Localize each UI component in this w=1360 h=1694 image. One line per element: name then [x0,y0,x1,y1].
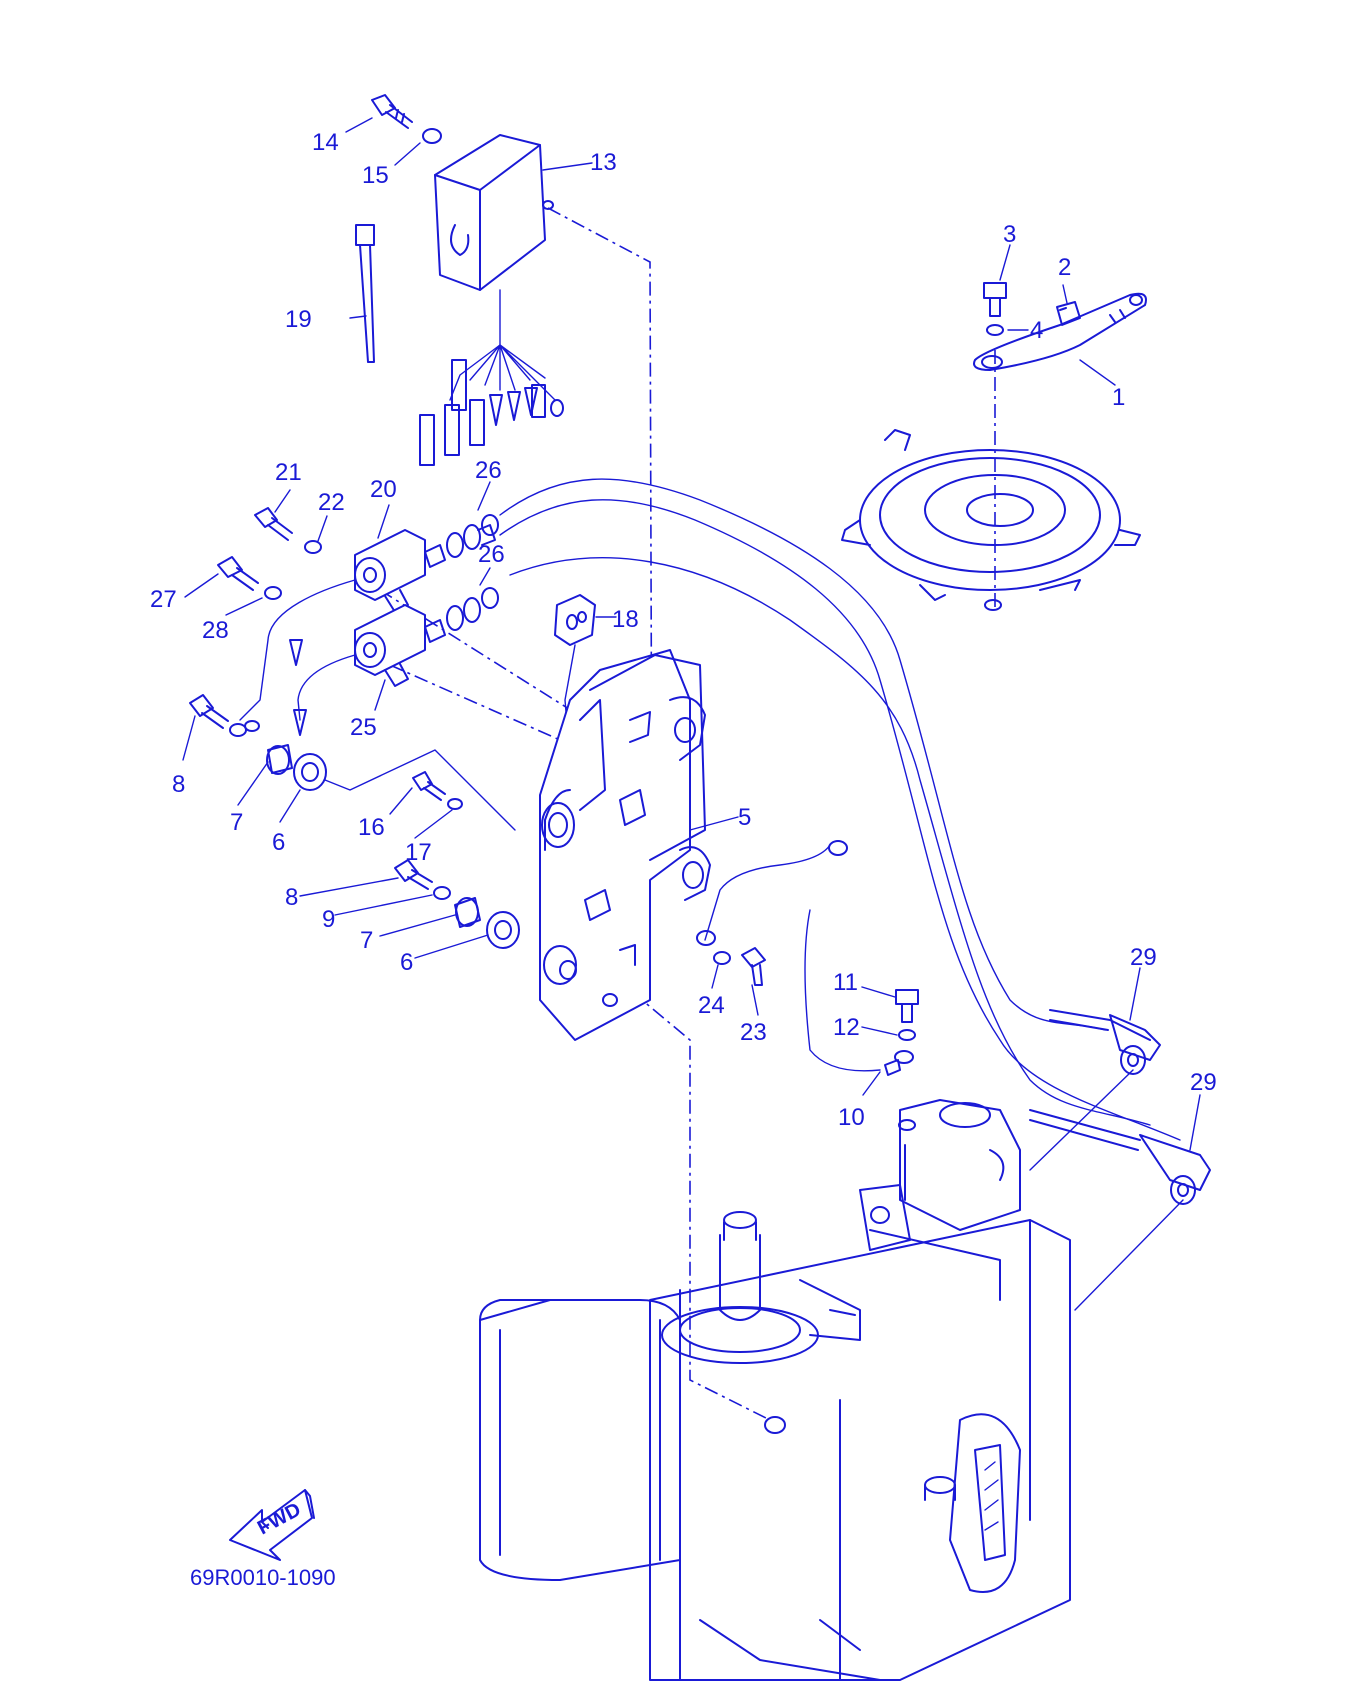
bolt-27 [217,556,259,591]
callout-20: 20 [370,476,397,503]
bolt-14 [371,94,413,129]
callout-12: 12 [833,1014,860,1041]
callout-7a: 7 [230,809,243,836]
bolt-16 [412,771,446,801]
callout-29b: 29 [1190,1069,1217,1096]
washer-9-upper [229,723,247,737]
callout-5: 5 [738,804,751,831]
callout-1: 1 [1112,384,1125,411]
callout-13: 13 [590,149,617,176]
callout-26b: 26 [478,541,505,568]
cdi-unit-13 [419,134,564,466]
terminal-a [289,639,303,666]
terminal-b [293,709,307,736]
ignition-coil-25 [354,587,499,687]
callout-8a: 8 [172,771,185,798]
callout-29a: 29 [1130,944,1157,971]
screw-3 [983,282,1007,317]
washer-22 [304,540,322,554]
callout-26a: 26 [475,457,502,484]
washer-9-upper-b [244,720,260,732]
cable-tie-19 [355,224,375,363]
callout-22: 22 [318,489,345,516]
callout-3: 3 [1003,221,1016,248]
callout-7b: 7 [360,927,373,954]
leader-lines [182,117,1201,1151]
bolt-8-upper [189,694,229,729]
callout-27: 27 [150,586,177,613]
callout-10: 10 [838,1104,865,1131]
grommet-6-lower [486,911,520,949]
ignition-coil-20 [354,514,499,613]
callout-17: 17 [405,839,432,866]
bolt-8-lower [394,859,433,890]
bolt-21 [254,507,293,541]
callout-23: 23 [740,1019,767,1046]
callout-24: 24 [698,992,725,1019]
wire-harness [499,478,1181,1141]
callout-6b: 6 [400,949,413,976]
ground-lead-10 [804,909,914,1076]
mount-bracket-5 [539,649,848,1041]
callout-9: 9 [322,906,335,933]
mount-rod-29-upper [1029,1009,1161,1171]
callout-21: 21 [275,459,302,486]
callout-14: 14 [312,129,339,156]
callouts: 14 15 13 19 3 2 4 1 21 20 26 22 26 27 28… [150,129,1217,1131]
fwd-arrow: FWD [229,1489,315,1561]
coil-lead-a [239,579,356,721]
coil-lead-b [297,654,356,721]
washer-17 [447,798,463,810]
washer-12 [898,1029,916,1041]
callout-2: 2 [1058,254,1071,281]
washer-24 [713,951,731,965]
callout-11: 11 [833,969,858,996]
stator-plate [841,429,1141,611]
callout-28: 28 [202,617,229,644]
washer-4 [986,324,1004,336]
callout-25: 25 [350,714,377,741]
diagram-code: 69R0010-1090 [190,1565,336,1590]
callout-16: 16 [358,814,385,841]
grommet-6-upper [293,749,516,831]
powerhead [479,1099,1071,1681]
callout-4: 4 [1030,317,1043,344]
clip-2 [1056,301,1081,326]
callout-8b: 8 [285,884,298,911]
callout-6a: 6 [272,829,285,856]
washer-15 [422,128,442,144]
collar-7-upper [266,744,293,775]
callout-15: 15 [362,162,389,189]
callout-19: 19 [285,306,312,333]
washer-9-lower [433,886,451,900]
bracket-1 [973,292,1147,371]
bolt-23 [741,947,766,986]
bolt-11 [895,989,919,1023]
washer-28 [264,586,282,600]
mount-rod-29-lower [1029,1109,1211,1311]
collar-7-lower [454,897,481,928]
callout-18: 18 [612,606,639,633]
drain-hole [764,1416,786,1434]
